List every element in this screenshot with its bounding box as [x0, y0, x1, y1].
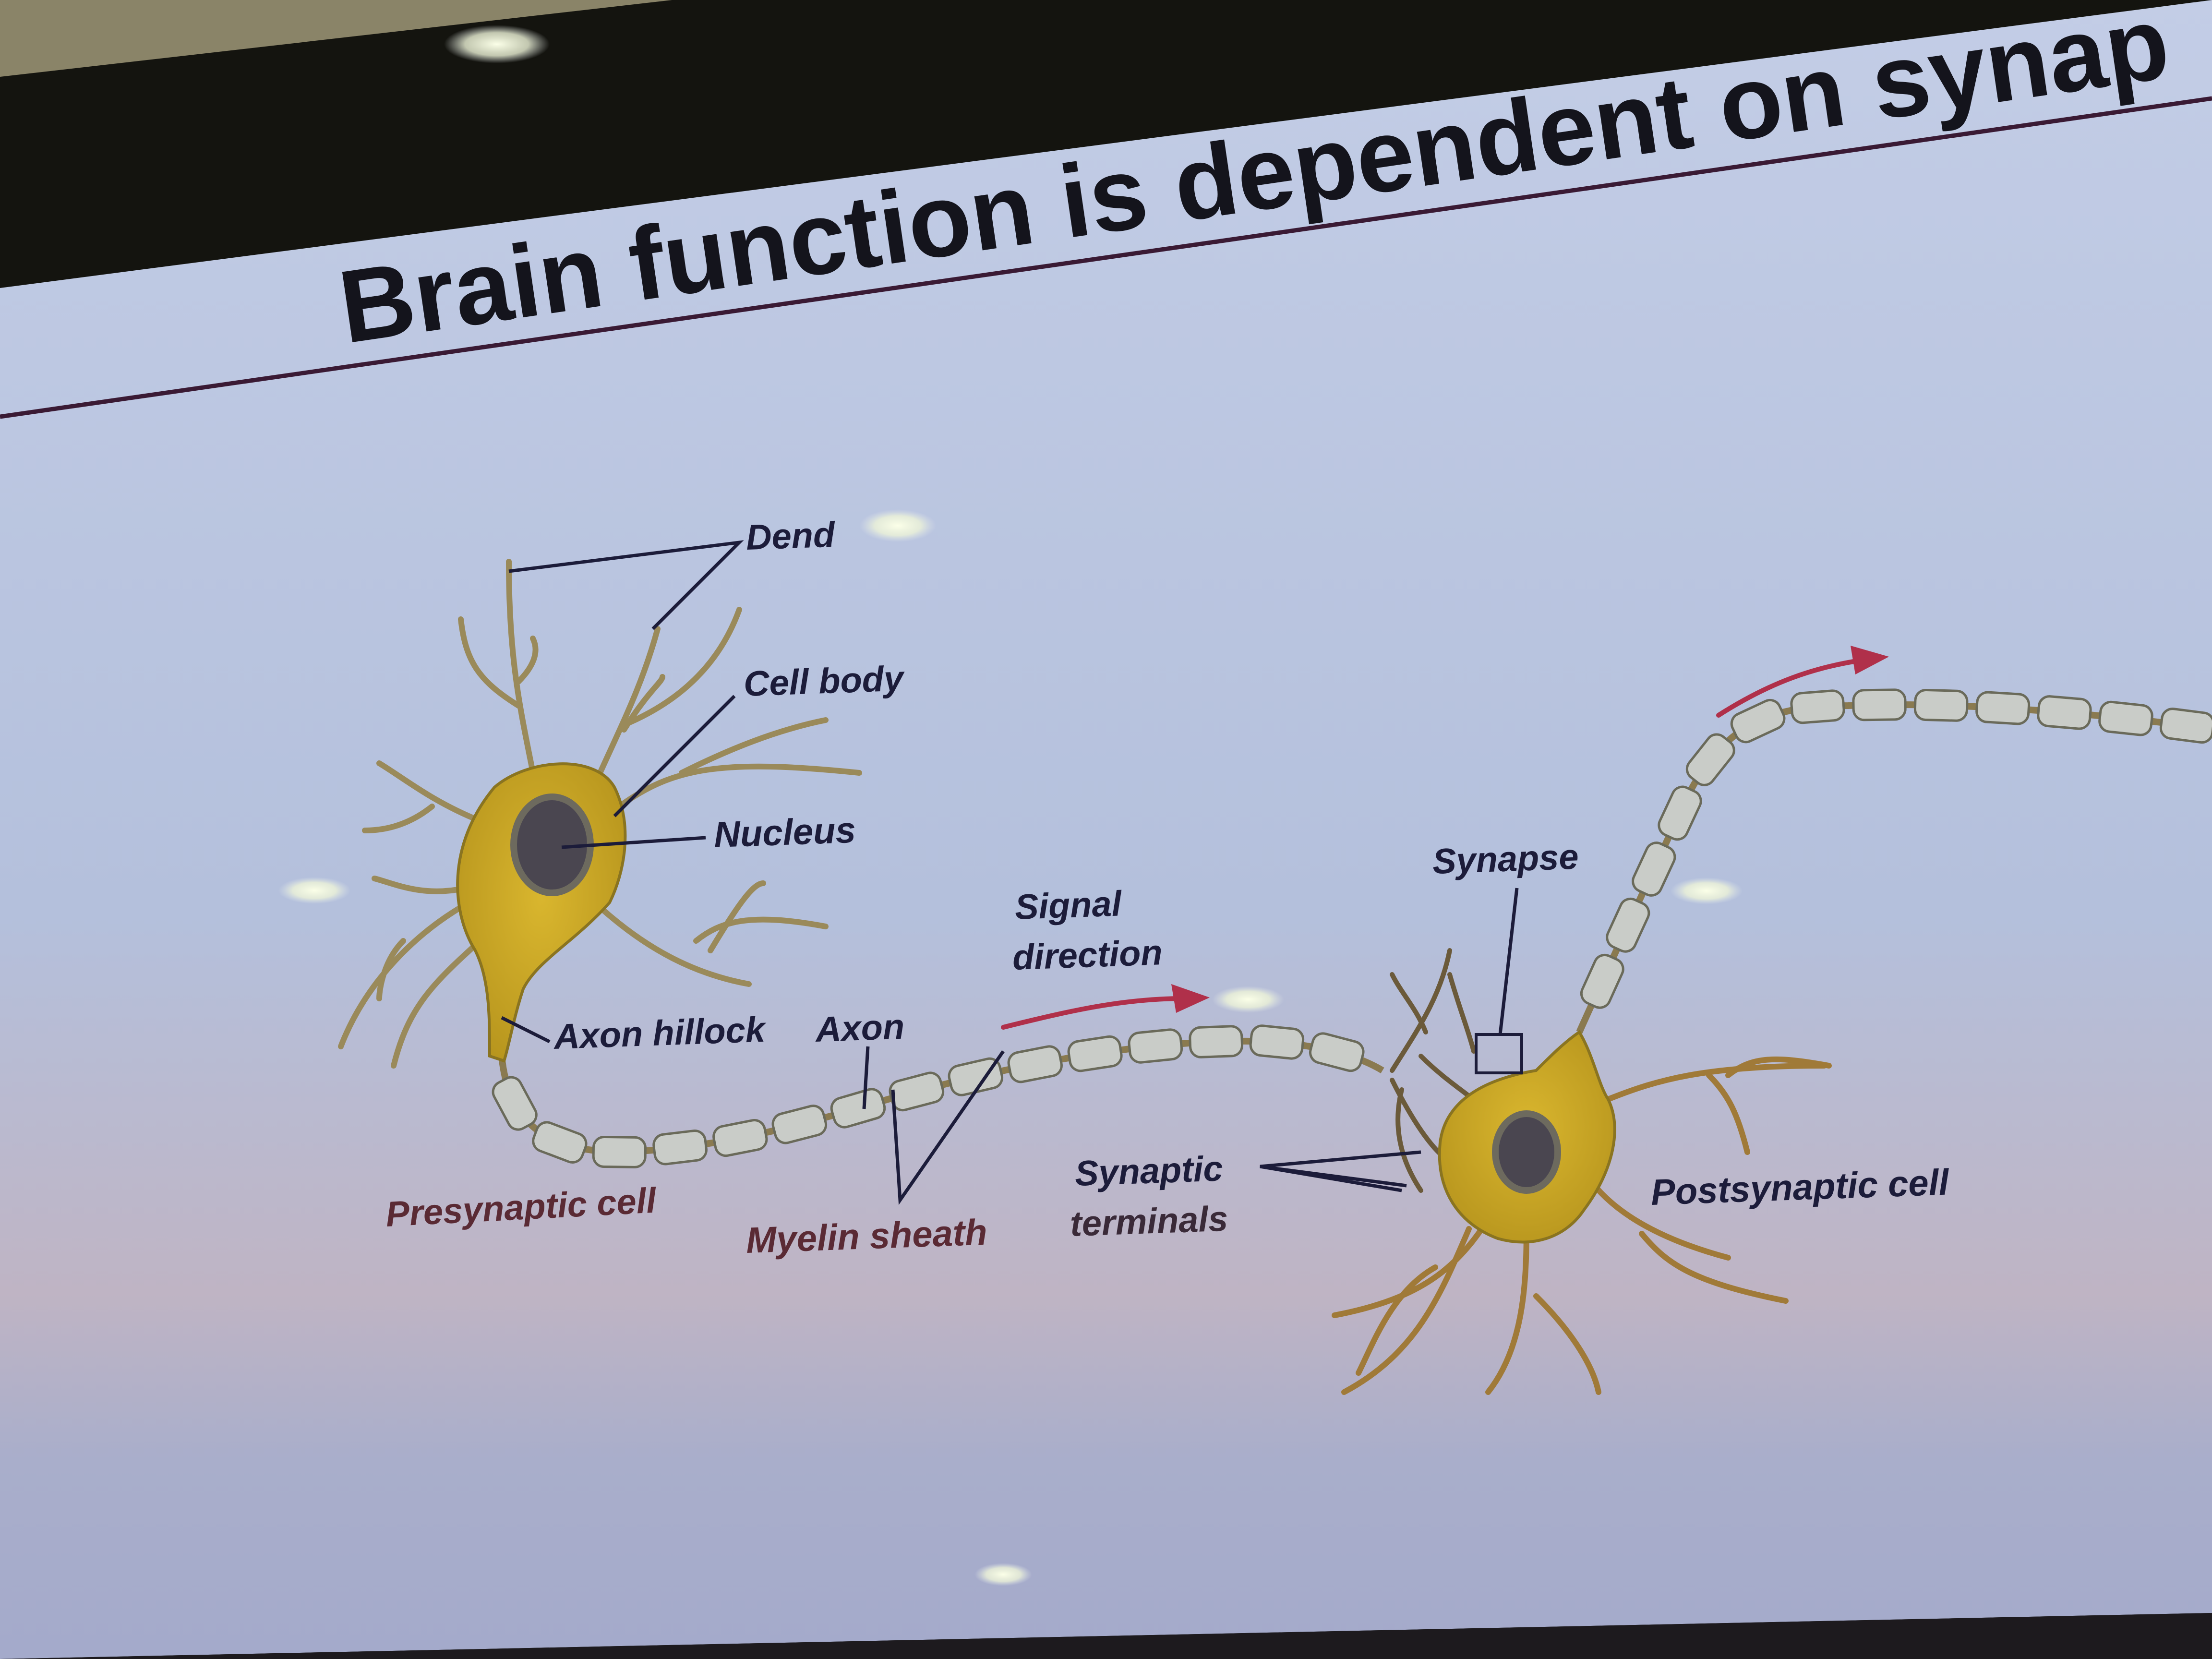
- myelin-segment: [2159, 708, 2212, 744]
- myelin-segment: [712, 1119, 768, 1157]
- myelin-segment: [1975, 691, 2031, 725]
- myelin-segment: [1790, 689, 1845, 724]
- post-dendrites: [1332, 1056, 1832, 1395]
- screen-bottom-edge: [0, 1613, 2212, 1659]
- arrowhead-2: [1851, 646, 1889, 674]
- myelin-segment: [830, 1088, 886, 1129]
- label-synaptic-terminals-2: terminals: [1070, 1199, 1229, 1244]
- label-dendrites: Dend: [745, 515, 837, 557]
- myelin-sheath-segments: [492, 1024, 1365, 1168]
- myelin-segment: [1067, 1035, 1123, 1072]
- ceiling-area: [0, 0, 672, 77]
- myelin-segment: [948, 1057, 1004, 1096]
- myelin-segment: [492, 1076, 538, 1131]
- myelin-segment: [1606, 897, 1650, 953]
- myelin-segment: [1580, 953, 1624, 1009]
- label-axon-hillock: Axon hillock: [553, 1010, 768, 1057]
- postsynaptic-neuron: [1332, 948, 1832, 1395]
- myelin-segment: [592, 1136, 647, 1168]
- signal-arrows: [1001, 646, 1889, 1030]
- myelin-segment: [1913, 688, 1969, 722]
- myelin-segment: [2037, 695, 2092, 730]
- myelin-segment: [1685, 733, 1735, 786]
- myelin-segment: [1128, 1028, 1183, 1064]
- label-signal-direction-2: direction: [1012, 932, 1163, 977]
- label-axon: Axon: [814, 1007, 905, 1049]
- myelin-segment: [2098, 700, 2153, 736]
- ceiling-light: [444, 25, 550, 63]
- light-reflections: [278, 509, 1743, 1586]
- label-signal-direction-1: Signal: [1014, 883, 1123, 927]
- myelin-segment: [652, 1130, 708, 1166]
- label-nucleus: Nucleus: [713, 810, 856, 855]
- myelin-segment: [1632, 842, 1676, 897]
- myelin-segment: [532, 1121, 588, 1164]
- arrowhead-1: [1171, 984, 1210, 1013]
- leader-lines: [501, 540, 1519, 1205]
- myelin-segment: [1007, 1045, 1063, 1083]
- dendrites: [338, 559, 862, 1069]
- post-nucleus: [1492, 1110, 1561, 1194]
- myelin-segment: [1730, 698, 1786, 744]
- myelin-segment: [1658, 785, 1702, 841]
- signal-arrow-1: [1001, 996, 1188, 1030]
- myelin-segment: [1309, 1032, 1365, 1072]
- presynaptic-neuron: [338, 559, 862, 1069]
- synapse-box: [1475, 1033, 1523, 1074]
- label-myelin-sheath: Myelin sheath: [745, 1212, 988, 1261]
- myelin-segment: [1852, 688, 1907, 721]
- myelin-segment: [771, 1105, 828, 1144]
- myelin-segment: [1249, 1024, 1305, 1060]
- signal-arrow-2: [1716, 658, 1865, 718]
- label-synaptic-terminals-1: Synaptic: [1074, 1148, 1224, 1193]
- title-rule: [0, 96, 2212, 419]
- myelin-segment: [1189, 1025, 1244, 1058]
- label-synapse: Synapse: [1432, 836, 1579, 881]
- myelin-sheath-segments-2: [1580, 688, 2212, 1009]
- label-cell-body: Cell body: [743, 658, 906, 704]
- myelin-segment: [889, 1071, 945, 1112]
